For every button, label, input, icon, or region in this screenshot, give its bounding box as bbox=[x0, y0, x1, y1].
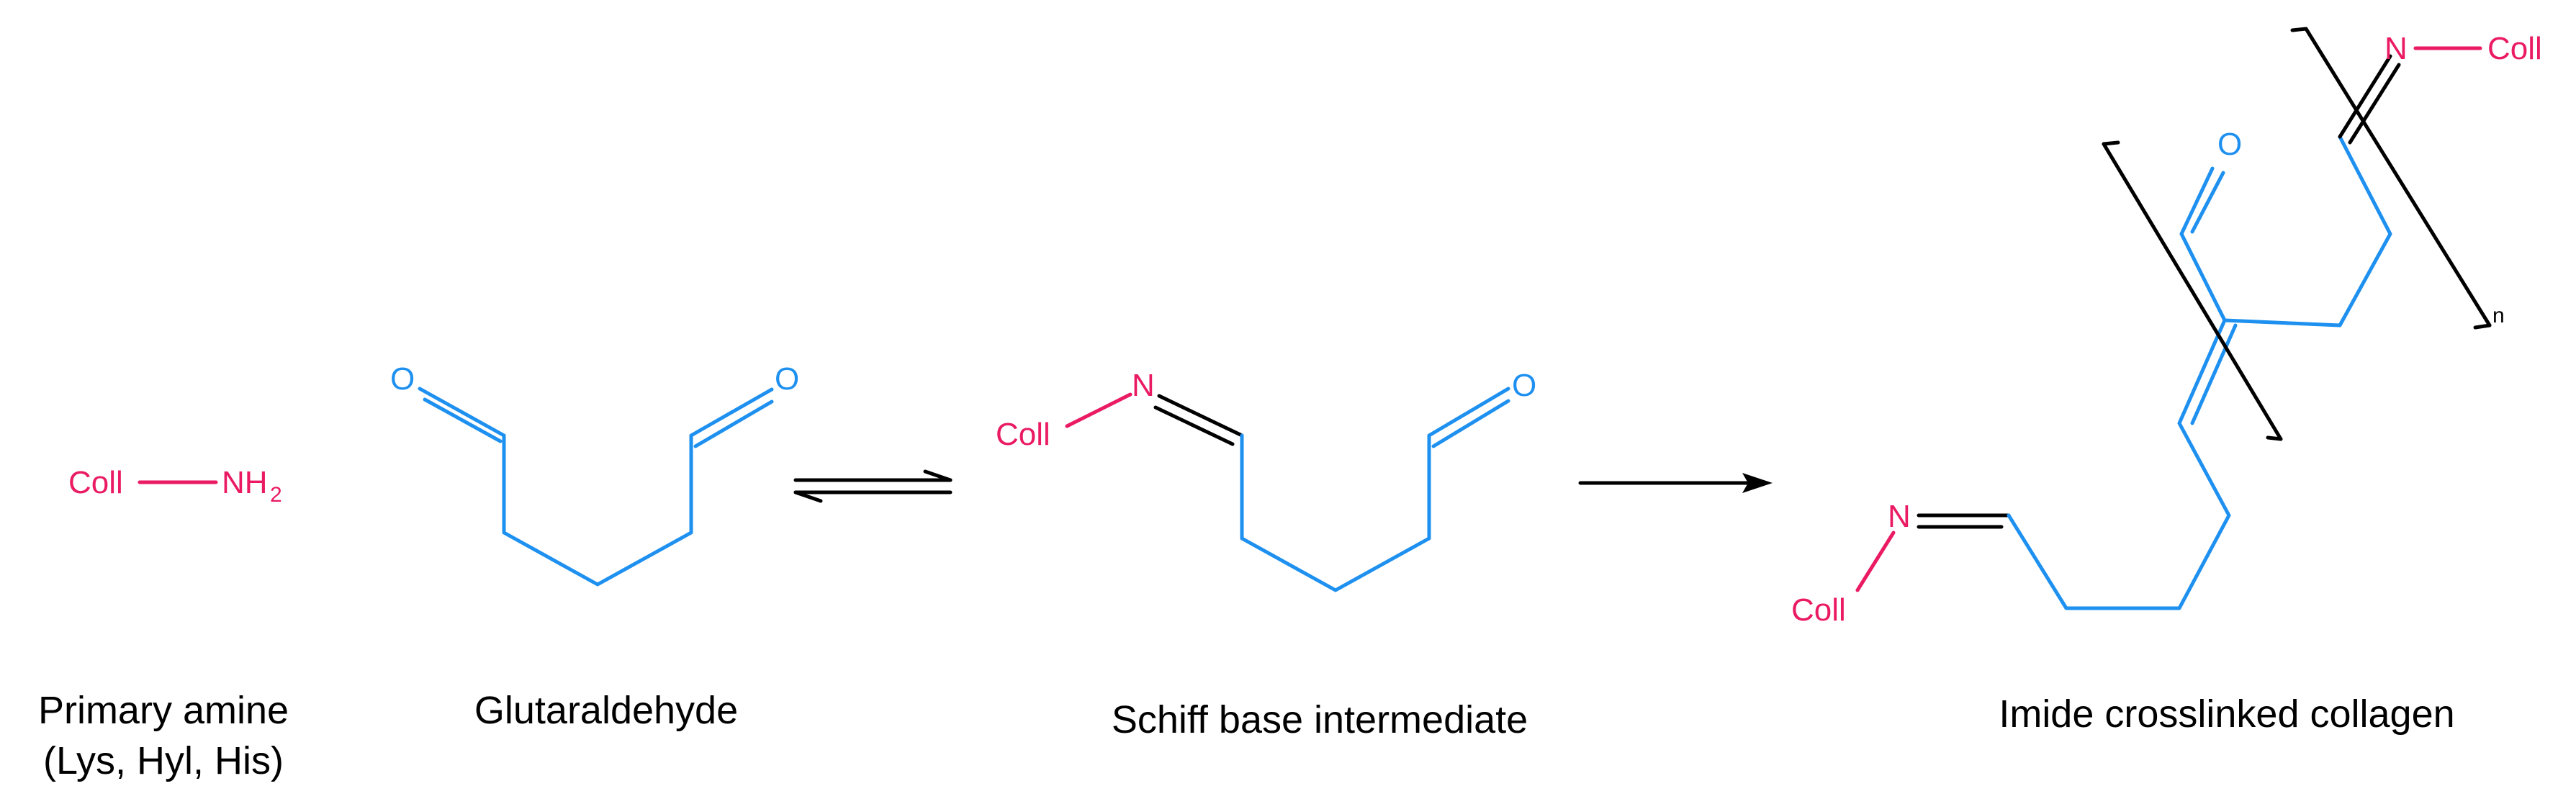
carbonyl-bond-a bbox=[1427, 387, 1510, 438]
crosslinked-collagen-molecule: Coll N O N Coll n bbox=[1791, 27, 2542, 628]
carbonyl-bond-a bbox=[2190, 171, 2225, 234]
bracket-left-tick-bottom bbox=[2266, 435, 2283, 441]
reaction-arrow bbox=[1578, 473, 1773, 493]
bracket-left-line bbox=[2102, 142, 2283, 441]
imine-bond-top-b bbox=[2348, 63, 2401, 145]
coll-label: Coll bbox=[996, 417, 1050, 452]
caption-schiff-base: Schiff base intermediate bbox=[1112, 698, 1528, 741]
coll-label-bottom: Coll bbox=[1791, 592, 1846, 628]
imine-bond-top-a bbox=[2338, 54, 2392, 139]
oxygen-label: O bbox=[2217, 127, 2242, 162]
carbon-chain bbox=[1240, 433, 1431, 592]
carbonyl-bond-left-b bbox=[423, 397, 503, 443]
carbonyl-bond-right-b bbox=[693, 399, 774, 448]
oxygen-label: O bbox=[1512, 368, 1536, 403]
caption-imide: Imide crosslinked collagen bbox=[1999, 692, 2454, 736]
nitrogen-label-top: N bbox=[2384, 31, 2408, 66]
carbonyl-bond-b bbox=[1431, 399, 1510, 448]
coll-label-top: Coll bbox=[2487, 31, 2542, 66]
bracket-right-tick-bottom bbox=[2473, 323, 2492, 330]
imine-bond-a bbox=[1157, 394, 1244, 438]
carbonyl-bond-left-a bbox=[418, 387, 506, 438]
nh-label: NH bbox=[222, 465, 268, 500]
nh-subscript: 2 bbox=[270, 483, 282, 507]
forward-arrow-barb bbox=[923, 469, 953, 482]
equilibrium-arrow bbox=[793, 469, 953, 503]
coll-label: Coll bbox=[68, 465, 123, 500]
side-carbon-chain bbox=[2223, 135, 2392, 328]
repeat-subscript: n bbox=[2492, 304, 2505, 328]
bracket-left-tick-top bbox=[2102, 140, 2120, 146]
coll-n-bond bbox=[1065, 392, 1132, 428]
oxygen-label-right: O bbox=[775, 361, 799, 397]
coll-n-bond-bottom bbox=[1855, 530, 1896, 592]
carbon-chain bbox=[502, 433, 693, 587]
primary-amine-molecule: Coll NH 2 bbox=[68, 465, 282, 507]
carbonyl-bond-right-a bbox=[689, 387, 774, 438]
caption-glutaraldehyde: Glutaraldehyde bbox=[474, 689, 738, 732]
glutaraldehyde-molecule: O O bbox=[390, 361, 799, 587]
reaction-arrowhead bbox=[1742, 473, 1773, 493]
bracket-right-line bbox=[2304, 27, 2492, 328]
caption-primary-amine-line2: (Lys, Hyl, His) bbox=[43, 739, 284, 782]
carbonyl-bond-b bbox=[2179, 166, 2215, 236]
schiff-base-molecule: Coll N O bbox=[996, 368, 1536, 592]
alkene-double-bond bbox=[2190, 323, 2238, 425]
oxygen-label-left: O bbox=[390, 361, 415, 397]
nitrogen-label: N bbox=[1132, 368, 1155, 403]
reverse-arrow-barb bbox=[793, 490, 823, 503]
nitrogen-label-bottom: N bbox=[1888, 499, 1911, 534]
imine-bond-b bbox=[1153, 405, 1235, 446]
aldehyde-chain bbox=[2179, 232, 2227, 322]
caption-primary-amine-line1: Primary amine bbox=[38, 689, 289, 732]
main-carbon-chain bbox=[2007, 318, 2231, 610]
bracket-right-tick-top bbox=[2290, 27, 2308, 32]
